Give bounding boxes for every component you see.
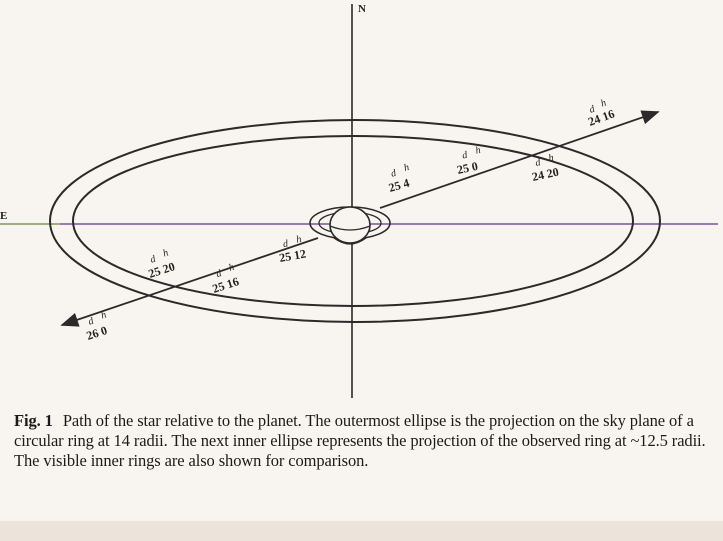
svg-text:h: h (548, 152, 555, 164)
path-label: d h 26 0 (85, 309, 109, 343)
occultation-diagram: N E d h 24 16 d h 24 20 d h 25 0 d h 25 … (0, 3, 718, 398)
path-label: d h 25 12 (278, 234, 307, 265)
svg-text:h: h (100, 309, 108, 321)
svg-text:d: d (282, 238, 290, 250)
planet-saturn-icon (309, 206, 391, 245)
star-path-line (379, 110, 660, 209)
svg-text:25 16: 25 16 (211, 274, 241, 296)
svg-text:25 4: 25 4 (387, 176, 411, 195)
svg-text:d: d (534, 157, 542, 169)
figure-caption-label: Fig. 1 (14, 411, 53, 430)
svg-text:d: d (390, 168, 399, 180)
path-label: d h 25 0 (456, 145, 482, 177)
axis-label-north: N (358, 3, 366, 15)
svg-text:26 0: 26 0 (85, 323, 109, 343)
svg-text:24 20: 24 20 (531, 165, 560, 184)
path-label: d h 24 16 (586, 97, 616, 128)
svg-text:25 12: 25 12 (278, 246, 307, 264)
svg-text:25 0: 25 0 (456, 159, 479, 177)
svg-text:h: h (162, 247, 170, 259)
path-label: d h 24 20 (531, 152, 560, 184)
svg-text:d: d (215, 268, 224, 280)
svg-text:h: h (403, 162, 411, 174)
svg-text:d: d (588, 103, 597, 115)
svg-text:d: d (149, 253, 158, 265)
star-path-line-lower (60, 237, 319, 327)
svg-text:d: d (461, 150, 469, 162)
svg-text:h: h (296, 234, 303, 246)
path-label: d h 25 20 (147, 247, 177, 280)
outer-ring-ellipse (49, 119, 661, 323)
path-label: d h 25 4 (387, 162, 411, 195)
svg-text:h: h (599, 97, 607, 109)
observed-ring-ellipse (72, 135, 634, 307)
svg-text:h: h (228, 262, 236, 274)
svg-text:d: d (87, 315, 96, 327)
figure-caption-text: Path of the star relative to the planet.… (14, 411, 706, 470)
axis-label-east: E (0, 210, 7, 222)
svg-text:h: h (475, 145, 482, 157)
bottom-strip (0, 521, 723, 541)
